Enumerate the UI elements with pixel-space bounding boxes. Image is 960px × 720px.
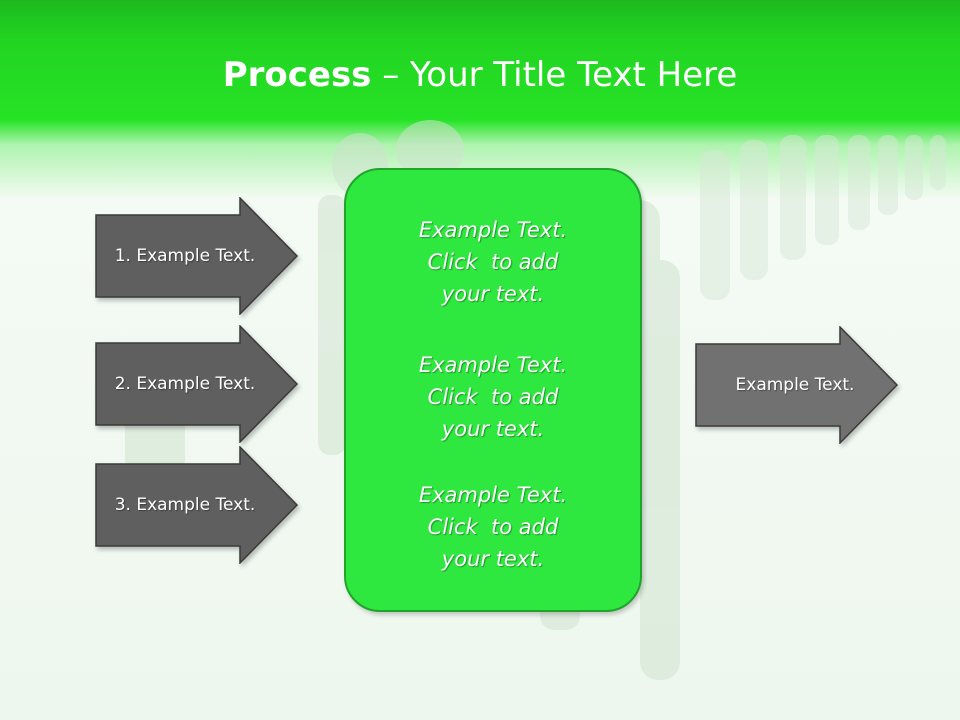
arrow-label: 2. Example Text. — [114, 374, 256, 394]
process-arrow-3[interactable]: 3. Example Text. — [95, 446, 299, 564]
text-block-3[interactable]: Example Text. Click to add your text. — [346, 479, 640, 575]
title-rest-part: – Your Title Text Here — [371, 55, 738, 95]
block-line-3: your text. — [441, 547, 545, 571]
process-arrow-2[interactable]: 2. Example Text. — [95, 325, 299, 443]
block-line-2: Click to add — [427, 250, 559, 274]
process-arrow-1[interactable]: 1. Example Text. — [95, 197, 299, 315]
block-line-2: Click to add — [427, 515, 559, 539]
block-line-1: Example Text. — [418, 483, 568, 507]
block-line-3: your text. — [441, 282, 545, 306]
text-block-2[interactable]: Example Text. Click to add your text. — [346, 349, 640, 445]
block-line-1: Example Text. — [418, 218, 568, 242]
arrow-label: 1. Example Text. — [114, 246, 256, 266]
arrow-label: 3. Example Text. — [114, 495, 256, 515]
text-block-1[interactable]: Example Text. Click to add your text. — [346, 214, 640, 310]
center-text-box[interactable]: Example Text. Click to add your text. Exam… — [344, 168, 642, 612]
output-arrow[interactable]: Example Text. — [695, 326, 899, 444]
right-arrow-shape — [95, 446, 299, 564]
right-arrow-shape — [95, 197, 299, 315]
slide-title[interactable]: Process – Your Title Text Here — [0, 52, 960, 98]
block-line-2: Click to add — [427, 385, 559, 409]
block-line-1: Example Text. — [418, 353, 568, 377]
arrow-label: Example Text. — [735, 375, 855, 395]
right-arrow-shape — [95, 325, 299, 443]
title-bold-part: Process — [222, 55, 372, 95]
right-arrow-shape — [695, 326, 899, 444]
block-line-3: your text. — [441, 417, 545, 441]
